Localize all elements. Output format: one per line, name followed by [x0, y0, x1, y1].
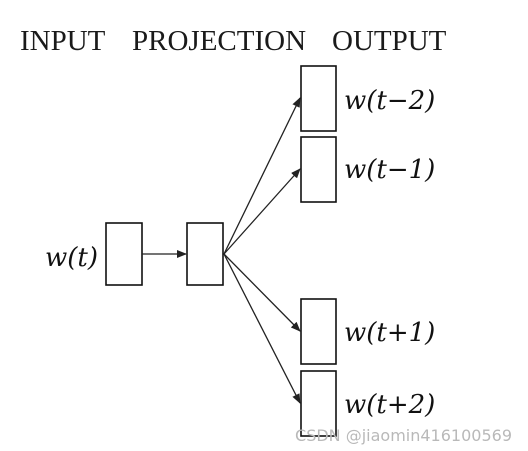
output-box-t-plus-1 [300, 298, 337, 365]
output-column-header: OUTPUT [332, 25, 447, 57]
output-box-t-minus-2 [300, 65, 337, 132]
watermark-text: CSDN @jiaomin416100569 [295, 426, 512, 445]
input-column-header: INPUT [20, 25, 106, 57]
output-box-t-plus-2 [300, 370, 337, 437]
input-word-label: w(t) [45, 243, 98, 273]
input-box [105, 222, 143, 286]
projection-to-output-arrow-t-plus-1 [223, 253, 301, 332]
output-word-label-t-minus-2: w(t−2) [344, 86, 435, 116]
projection-to-output-arrow-t-minus-1 [223, 168, 301, 255]
projection-to-output-arrow-t-plus-2 [223, 253, 301, 404]
projection-to-output-arrow-t-minus-2 [223, 97, 301, 255]
output-word-label-t-plus-1: w(t+1) [344, 318, 435, 348]
output-word-label-t-minus-1: w(t−1) [344, 155, 435, 185]
output-box-t-minus-1 [300, 136, 337, 203]
projection-column-header: PROJECTION [132, 25, 306, 57]
projection-box [186, 222, 224, 286]
output-word-label-t-plus-2: w(t+2) [344, 390, 435, 420]
